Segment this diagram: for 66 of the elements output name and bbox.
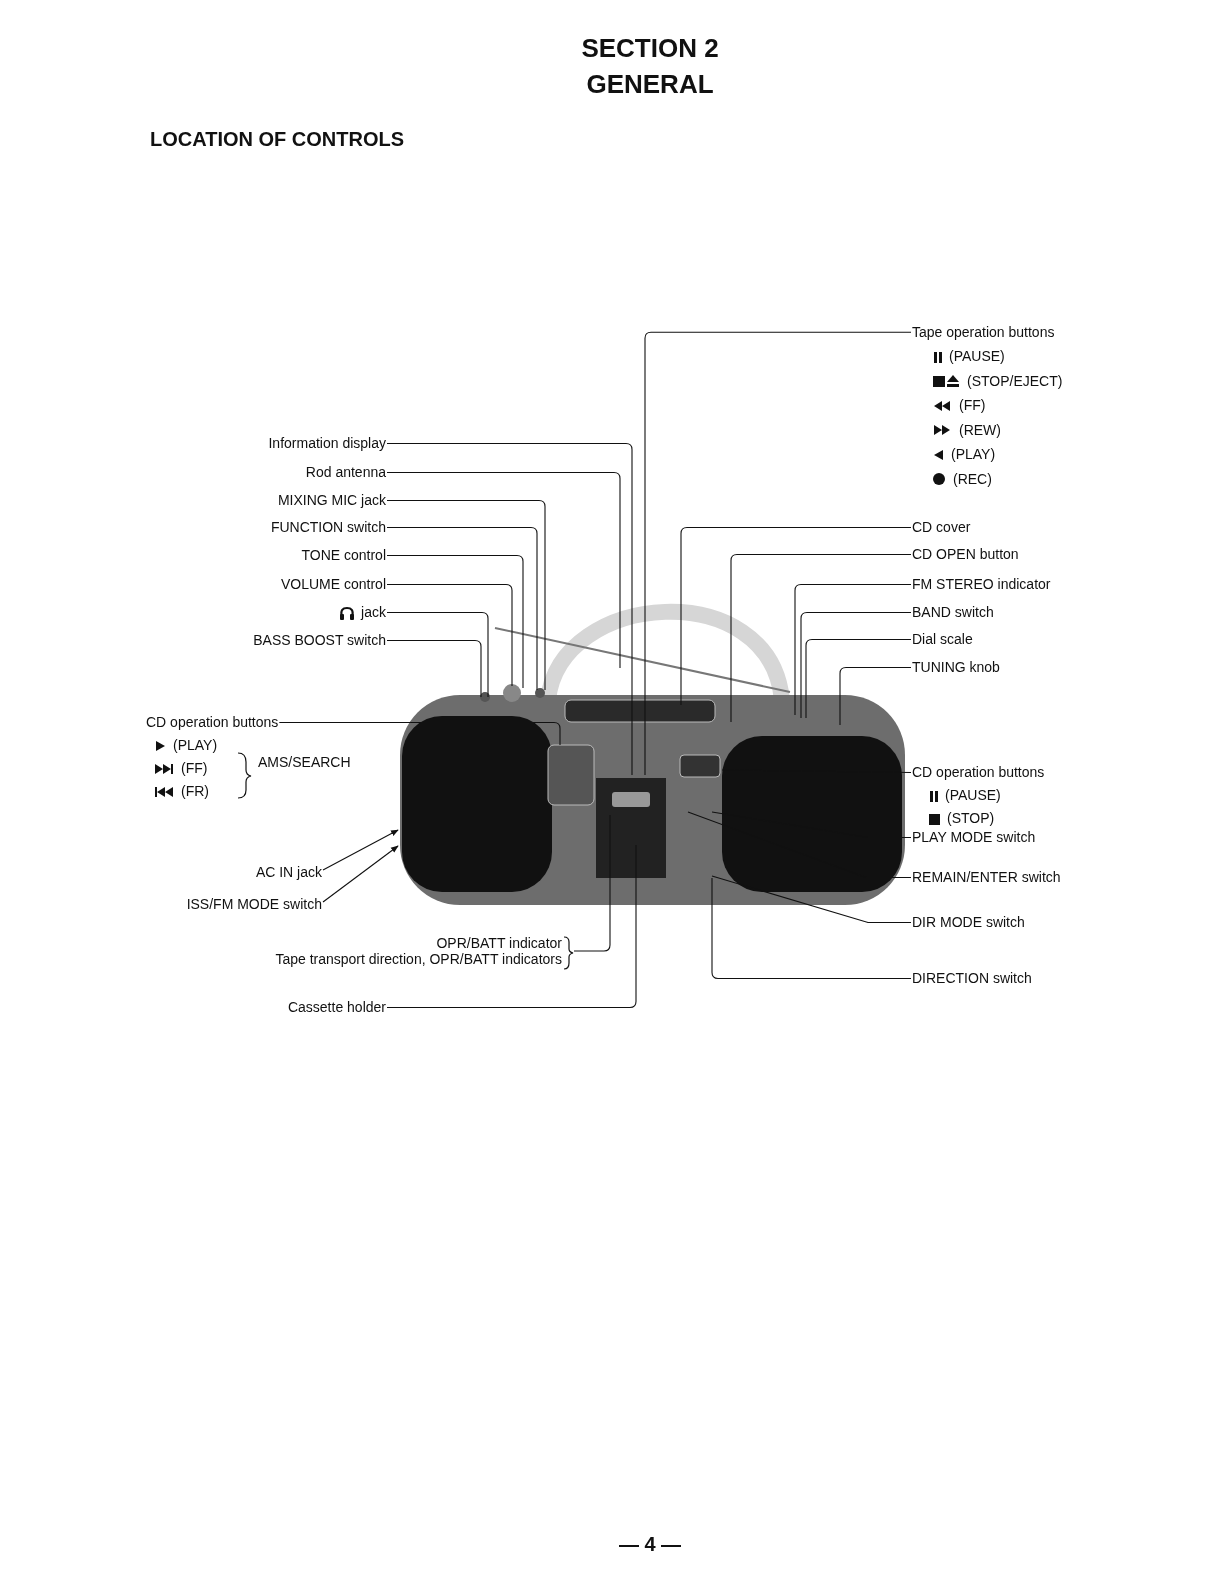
- callout-label: Rod antenna: [305, 464, 386, 481]
- callout-label: PLAY MODE switch: [912, 829, 1036, 846]
- leader-line: [800, 611, 912, 719]
- group-label: AMS/SEARCH: [258, 754, 351, 771]
- callout-label: DIRECTION switch: [912, 970, 1032, 987]
- leader-line: [711, 877, 912, 980]
- callout-label: BAND switch: [912, 604, 994, 621]
- callout-label: BASS BOOST switch: [253, 632, 386, 649]
- callout-label: CD OPEN button: [912, 546, 1019, 563]
- leader-line: [386, 442, 633, 776]
- leader-line: [711, 875, 912, 924]
- callout-label: AC IN jack: [255, 864, 322, 881]
- leader-line: [730, 553, 912, 723]
- button-label: (PLAY): [951, 446, 996, 464]
- picture: [400, 603, 905, 905]
- callout-label: OPR/BATT indicator: [436, 934, 562, 952]
- leader-line: [721, 769, 912, 774]
- heading: LOCATION OF CONTROLS: [150, 128, 405, 151]
- button-label: (PLAY): [173, 737, 218, 754]
- leader-line: [644, 331, 912, 776]
- callout-label: Cassette holder: [287, 999, 386, 1016]
- callout-label: Tape operation buttons: [912, 323, 1055, 341]
- callout-label: DIR MODE switch: [912, 914, 1025, 931]
- leader-line: [386, 844, 637, 1009]
- button-label: (STOP/EJECT): [967, 372, 1063, 390]
- callout-label: jack: [361, 604, 386, 621]
- leader-arrow: [322, 845, 399, 903]
- leader-line: [386, 554, 524, 689]
- leader-line: [386, 471, 621, 669]
- callout-label: Dial scale: [912, 631, 973, 648]
- callout-label: Information display: [268, 435, 386, 452]
- leader-line: [386, 499, 546, 691]
- leader-line: [680, 526, 912, 706]
- callout-label: FM STEREO indicator: [912, 576, 1051, 593]
- leader-line: [805, 638, 912, 719]
- callout-label: TUNING knob: [912, 659, 1000, 676]
- button-label: (REC): [953, 470, 992, 488]
- leader-line: [386, 639, 482, 698]
- leader-line: [386, 611, 489, 698]
- leader-arrow: [322, 829, 399, 871]
- leader-line: [573, 814, 611, 952]
- callout-label: CD operation buttons: [912, 764, 1045, 781]
- callout-label: TONE control: [301, 547, 386, 564]
- callout-label: CD operation buttons: [146, 714, 279, 731]
- callout-label: ISS/FM MODE switch: [186, 896, 322, 913]
- button-label: (FF): [181, 760, 208, 777]
- callout-label: MIXING MIC jack: [277, 492, 386, 509]
- button-label: (REW): [959, 421, 1001, 439]
- leader-line: [386, 583, 513, 687]
- leader-line: [839, 666, 912, 726]
- leader-line: [386, 526, 538, 691]
- button-label: (PAUSE): [949, 348, 1005, 366]
- leader-line: [711, 811, 912, 839]
- button-label: (FF): [959, 397, 986, 415]
- section-title: SECTION 2 GENERAL: [580, 32, 720, 101]
- button-label: Tape transport direction, OPR/BATT indicators: [275, 950, 562, 968]
- page-number: — 4 —: [617, 1533, 683, 1556]
- leader-line: [278, 721, 561, 746]
- leader-line: [794, 583, 912, 716]
- button-label: (STOP): [947, 810, 995, 827]
- callout-label: FUNCTION switch: [270, 519, 386, 536]
- callout-label: VOLUME control: [280, 576, 386, 593]
- button-label: (FR): [181, 783, 209, 800]
- callout-label: CD cover: [912, 519, 971, 536]
- button-label: (PAUSE): [945, 787, 1001, 804]
- callout-label: REMAIN/ENTER switch: [912, 869, 1061, 886]
